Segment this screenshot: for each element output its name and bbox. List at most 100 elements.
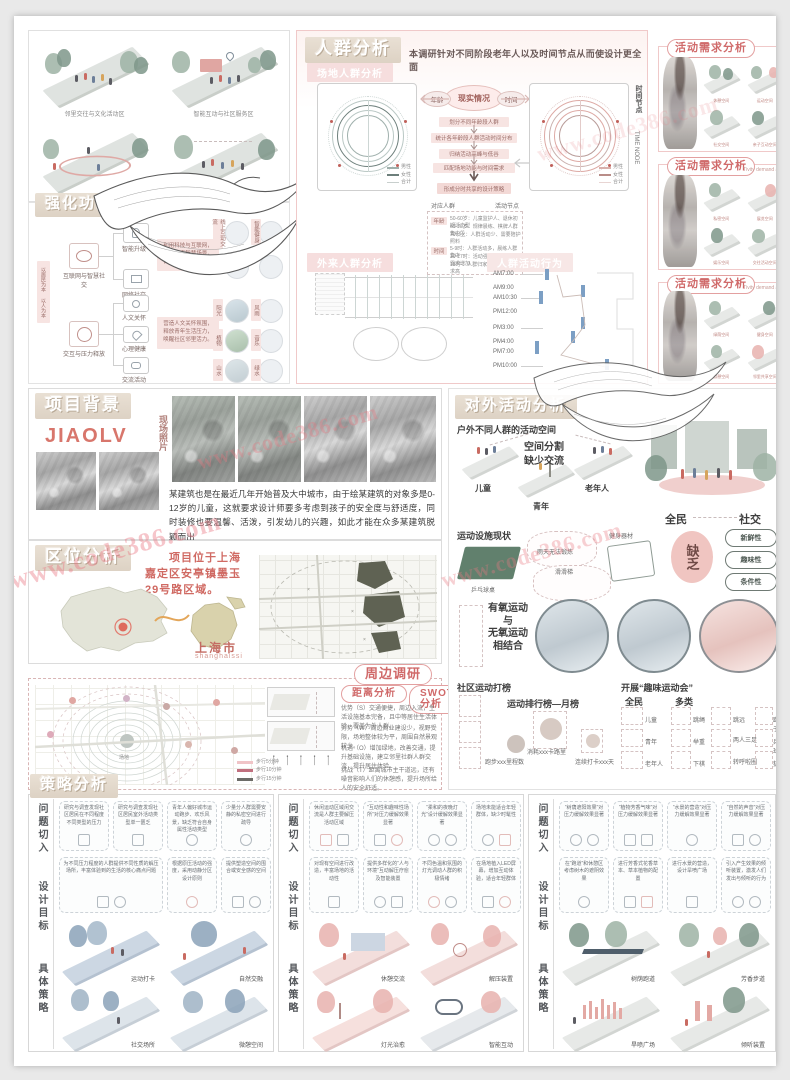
problem-card: “植物芳香气味”对压力缓解效果显著 xyxy=(613,801,663,851)
goal-card: 进行水景的营造，设计旱喷广场 xyxy=(667,857,717,913)
legend-tag: 年龄 xyxy=(431,217,447,225)
legend-line: 5-9时：人群活动多，晨练人群集中 xyxy=(450,246,518,260)
rail-strategies: 具体策略 xyxy=(36,963,47,1015)
swot-row: 劣势（W）周边商业建设少，视野受限，场地整体较为平，周围自然景观较少。 xyxy=(341,726,438,750)
strategy-label: 倾听装置 xyxy=(740,1043,765,1049)
group-label: 老年人 xyxy=(585,484,609,493)
plant-icon xyxy=(640,834,653,846)
grid-icon xyxy=(498,834,511,846)
group-scene-elder xyxy=(571,437,633,481)
person-figure xyxy=(101,74,104,81)
scene-caption: 智能互动与社区服务区 xyxy=(193,112,254,118)
legend-line: 70以上：人群活动少、需要陪护照料 xyxy=(450,232,521,246)
distance-analysis-button[interactable]: 距离分析 xyxy=(341,685,407,703)
goal-card: 提供塑造空间的围合或安全感的空间 xyxy=(221,857,271,913)
site-photo xyxy=(35,451,97,511)
flower-icon xyxy=(319,834,332,846)
running-track xyxy=(56,155,134,177)
keyword-label: 山水 xyxy=(213,359,223,381)
camera-icon xyxy=(373,834,386,846)
problem-text: “互动性和趣味性场所”对压力缓解效果显著 xyxy=(367,805,409,826)
keyword-circle xyxy=(225,255,249,279)
detail-bubble xyxy=(353,327,399,361)
heart-icon xyxy=(427,896,440,908)
demand-card-3: 活动需求分析 Tivity demand anal 绿荫空间 健身空间 游憩空间 xyxy=(658,275,776,384)
keyword-label: 智能健身 xyxy=(251,219,261,245)
demand-thumb-label: 社交空间 xyxy=(713,142,730,147)
person-figure xyxy=(109,78,112,85)
problem-card: “互动性和趣味性场所”对压力缓解效果显著 xyxy=(363,801,413,851)
bush-icon xyxy=(623,834,636,846)
tree-icon xyxy=(57,49,71,67)
rank-icon xyxy=(459,721,481,743)
keyword-label: 风雨 xyxy=(251,299,261,321)
echo-icon xyxy=(731,896,744,908)
scene-cell: 智能互动与社区服务区 xyxy=(164,37,283,118)
strategy-label: 树荫跑道 xyxy=(630,977,655,983)
crowd-analysis-headline: 本调研针对不同阶段老年人以及时间节点从而使设计更全面 xyxy=(409,49,642,72)
time-node-label-cn: 时间节点 xyxy=(635,85,642,113)
group-node-interaction xyxy=(69,321,99,347)
legend-item: 女性 xyxy=(612,171,623,178)
lack-item: 条件性 xyxy=(725,573,776,591)
outdoor-title: 对外活动分析 xyxy=(455,395,578,419)
project-background-section: 项目背景 JIAOLV 现场照片 某建筑也是在最近几年开始普及大中城市，由于绘某… xyxy=(28,388,442,542)
podium-third xyxy=(581,729,603,753)
keyword-circle xyxy=(259,221,283,245)
tree-icon xyxy=(134,57,148,74)
person-figure xyxy=(231,160,234,167)
group-scene-children xyxy=(459,437,519,481)
figure-icon xyxy=(132,834,144,846)
sport-label: 下棋 xyxy=(693,762,706,768)
radial-chart-right: 男性 女性 合计 xyxy=(529,83,629,191)
tree-icon xyxy=(578,896,590,908)
network-icon xyxy=(328,896,340,908)
person-figure xyxy=(92,76,95,83)
radial-chart-left: 男性 女性 合计 xyxy=(317,83,417,191)
node-exchange-activity xyxy=(123,357,149,374)
problem-card: “自然的声音”对压力缓解效果显著 xyxy=(721,801,771,851)
facility-label: 健身器材 xyxy=(609,534,634,540)
problem-text: 休闲运动区域闲交流是人群主要解压活动区域 xyxy=(313,805,354,826)
strategy-label: 社交场所 xyxy=(130,1043,155,1049)
goal-text: 对现有空间进行改造，丰富场地的活动性 xyxy=(313,861,354,882)
strategy-label: 智能互动 xyxy=(488,1043,513,1049)
rank-metric: 跑步xxx里程数 xyxy=(485,760,525,766)
legend-item: 女性 xyxy=(400,171,411,178)
goal-card: 进行芳香式花香草本、草本植物的配置 xyxy=(613,857,663,913)
location-headline-2: 嘉定区安亭镇墨玉 xyxy=(145,568,241,580)
rank-icon xyxy=(459,695,481,717)
ranking-board-title: 运动排行榜—月榜 xyxy=(507,699,580,709)
flow-step: 划分不同年龄段人群 xyxy=(439,117,509,127)
site-photo xyxy=(237,395,302,483)
sport-label: 跳绳 xyxy=(693,718,706,724)
facility-label: 雨天无法锻炼 xyxy=(537,550,574,556)
city-name-en: shanghaissi xyxy=(195,653,243,660)
demand-thumb: 健身空间 xyxy=(745,297,776,337)
rail-goals: 设计目标 xyxy=(536,881,547,933)
keyword-circle xyxy=(225,359,249,383)
goal-text: 提供塑造空间的围合或安全感的空间 xyxy=(225,861,266,875)
person-figure xyxy=(211,159,214,166)
sport-label: 转呼啦圈 xyxy=(733,760,758,766)
strengthen-title: 强化功能 xyxy=(35,193,124,217)
node-label: 人文关怀 xyxy=(121,316,146,322)
legend-line: 10-17时：活动强度减弱，休憩需求增加 xyxy=(450,254,518,268)
monitor-icon xyxy=(130,275,142,283)
demand-thumb-label: 健身空间 xyxy=(756,331,773,337)
swot-row: 优势（S）交通便捷，周边入流，生活设施基本完备，且中等居住生活体验，覆盖为外人群… xyxy=(341,706,438,730)
demand-card-title: 活动需求分析 xyxy=(667,39,755,59)
outdoor-callout: 空间分割 缺少交流 xyxy=(524,442,564,467)
keyword-label: 植物 xyxy=(213,329,223,351)
problem-card: “树荫遮阳效果”对压力缓解效果显著 xyxy=(559,801,609,851)
china-map xyxy=(60,586,168,652)
facility-label: 乒乓球桌 xyxy=(471,588,496,594)
scene-cell: 自主活动与健身休闲区 xyxy=(35,123,154,204)
goal-text: 进行芳香式花香草本、草本植物的配置 xyxy=(617,861,658,882)
poi-marker xyxy=(231,747,238,754)
goal-right: 社交 xyxy=(739,514,761,526)
flow-step: 匹配场地功能与时间需求 xyxy=(433,163,515,173)
tree-icon xyxy=(132,138,148,158)
face-icon xyxy=(96,896,109,908)
crowd-analysis-title: 人群分析 xyxy=(305,37,401,63)
